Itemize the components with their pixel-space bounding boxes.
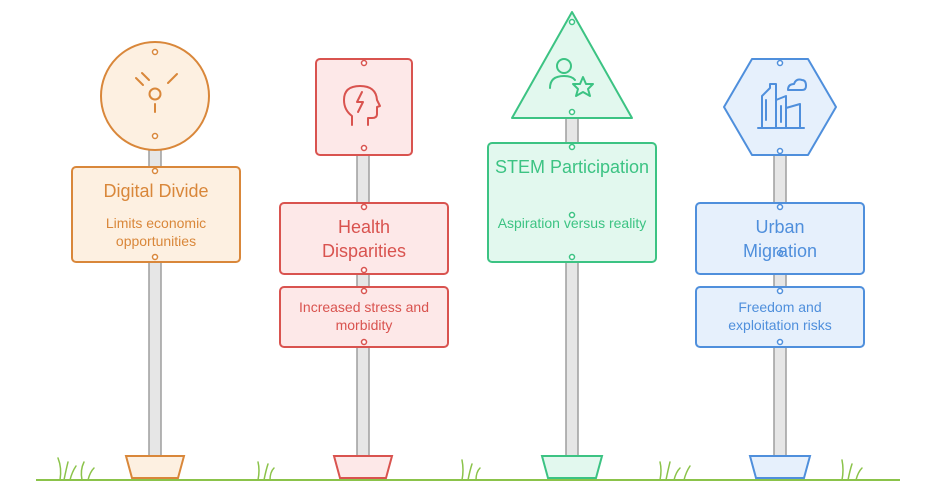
pole-base [540,455,604,479]
pole-base [124,455,186,479]
sign-panel [71,166,241,263]
post-title-digital-divide: Digital Divide [103,181,209,201]
sign-panel [487,142,657,263]
post-title-urban-migration: Urban Migration [742,217,818,261]
network-icon [135,72,178,113]
pole-base [748,455,812,479]
post-digital-divide [71,41,241,479]
city-icon [757,78,807,129]
sign-panel-desc [279,286,449,348]
post-urban-migration [695,58,865,479]
post-desc-digital-divide: Limits economic opportunities [105,215,207,249]
grass-tufts [57,457,863,481]
sign-panel-desc [695,286,865,348]
post-stem-participation [487,11,657,479]
stressed-head-icon [343,85,381,126]
sign-circle [100,41,210,151]
sign-triangle [511,11,633,119]
post-desc-urban-migration: Freedom and exploitation risks [728,299,832,333]
sign-square [315,58,413,156]
post-desc-stem-participation: Aspiration versus reality [497,215,647,231]
post-health-disparities [279,58,449,479]
sign-panel-title [279,202,449,275]
person-star-icon [549,58,594,97]
sign-panel-title [695,202,865,275]
pole-base [332,455,394,479]
post-title-stem-participation: STEM Participation [494,157,650,177]
post-desc-health-disparities: Increased stress and morbidity [299,299,429,333]
post-title-health-disparities: Health Disparities [321,217,407,261]
